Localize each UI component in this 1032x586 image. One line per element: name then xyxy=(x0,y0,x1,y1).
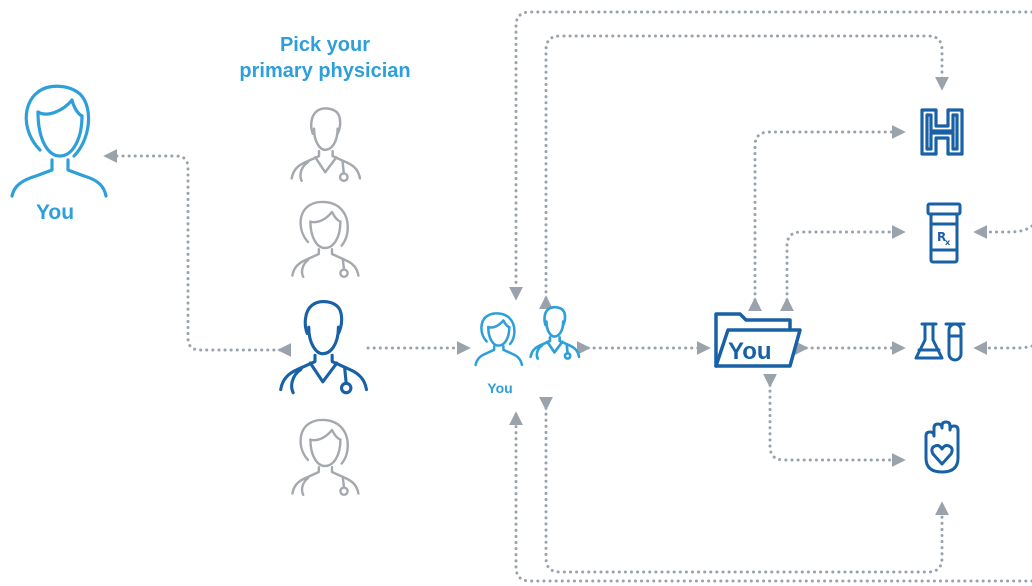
pair-patient-female-icon xyxy=(474,312,524,367)
connector-record-care xyxy=(763,373,906,467)
svg-text:R: R xyxy=(937,230,946,244)
connector-top-outer xyxy=(509,10,1032,301)
record-label: You xyxy=(728,338,772,365)
care-hand-heart-icon[interactable] xyxy=(924,420,960,474)
hospital-icon[interactable] xyxy=(920,108,964,156)
pair-label: You xyxy=(487,380,513,396)
patient-label: You xyxy=(35,201,75,224)
connector-right-pharmacy xyxy=(973,224,1032,239)
pair-doctor-male-icon xyxy=(529,305,581,360)
connector-bottom-outer xyxy=(509,411,1032,583)
connector-right-lab xyxy=(973,341,1032,355)
svg-text:x: x xyxy=(945,238,951,247)
doctor-male-icon-selected[interactable] xyxy=(279,300,369,395)
title-line-1: Pick your xyxy=(279,34,371,56)
doctor-male-icon xyxy=(290,107,362,183)
connector-top-inner xyxy=(539,34,949,310)
title-line-2: primary physician xyxy=(239,60,411,82)
patient-female-icon xyxy=(10,84,108,198)
connector-you-physician xyxy=(103,149,292,357)
connector-record-hospital xyxy=(748,125,906,312)
pharmacy-rx-icon[interactable]: R x xyxy=(926,202,962,264)
folder-icon[interactable] xyxy=(714,312,802,368)
doctor-female-icon xyxy=(291,418,360,497)
page-title: Pick your primary physician xyxy=(210,32,440,84)
lab-flask-icon[interactable] xyxy=(914,322,966,362)
connector-record-pharmacy xyxy=(780,225,906,312)
connector-bottom-inner xyxy=(539,396,949,574)
doctor-female-icon xyxy=(291,200,360,279)
